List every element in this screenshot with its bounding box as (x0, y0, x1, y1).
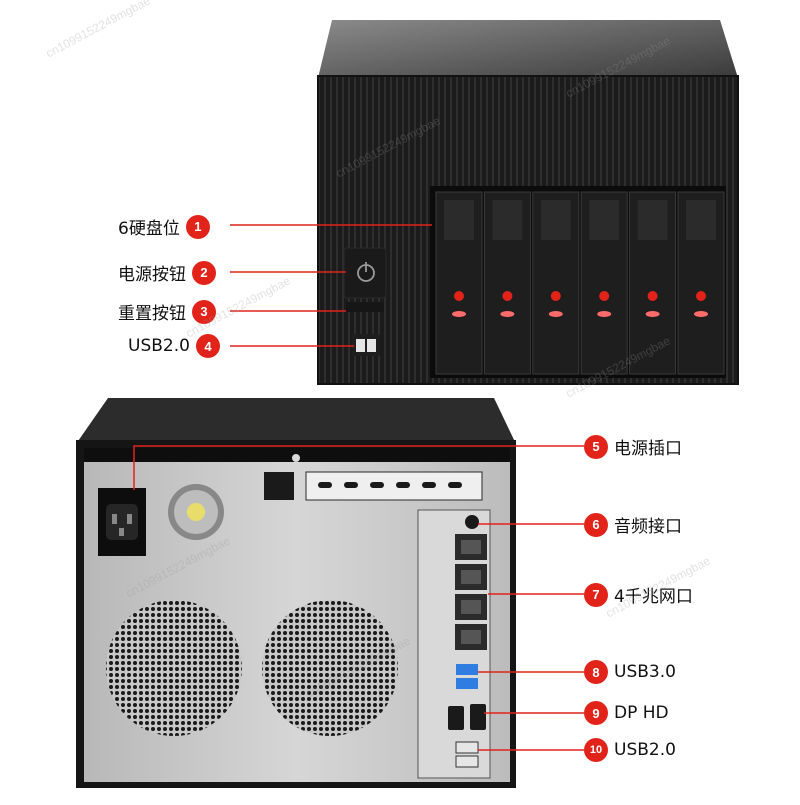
rear-leader-lines (133, 445, 584, 751)
callout-ethernet-ports: 7 4千兆网口 (584, 582, 693, 607)
case-top-face (318, 20, 738, 78)
drive-led (599, 291, 610, 301)
callout-number-badge: 9 (584, 701, 608, 725)
callout-usb3-ports: 8 USB3.0 (584, 660, 676, 684)
video-ports (448, 704, 486, 730)
callout-label: 音频接口 (614, 517, 682, 537)
rear-case (76, 398, 516, 788)
drive-led (696, 291, 706, 301)
callout-label: USB3.0 (614, 662, 676, 682)
callout-number-badge: 5 (584, 434, 608, 459)
callout-number-badge: 2 (192, 260, 216, 285)
callout-front-usb: USB2.0 4 (128, 334, 220, 358)
drive-bays (435, 191, 725, 375)
callout-audio-port: 6 音频接口 (584, 512, 682, 537)
callout-video-ports: 9 DP HD (584, 701, 669, 725)
usb3-ports (456, 664, 478, 689)
callout-number-badge: 6 (584, 512, 608, 537)
callout-number-badge: 7 (584, 582, 608, 607)
reset-button (346, 302, 384, 312)
callout-label: 6硬盘位 (118, 219, 180, 239)
callout-power-inlet: 5 电源插口 (584, 434, 682, 459)
callout-label: 重置按钮 (118, 304, 186, 324)
drive-led (502, 291, 513, 301)
rear-top-face (76, 398, 516, 444)
audio-jack (465, 515, 479, 529)
callout-label: DP HD (614, 703, 669, 723)
callout-drive-bays: 6硬盘位 1 (118, 214, 210, 239)
callout-number-badge: 4 (195, 334, 220, 358)
callout-number-badge: 1 (185, 214, 210, 239)
drive-led (550, 291, 561, 301)
rear-usb2-ports (455, 741, 479, 768)
rear-fan-left (106, 600, 242, 736)
callout-label: 4千兆网口 (614, 587, 693, 607)
drive-led (647, 291, 658, 301)
callout-rear-usb2: 10 USB2.0 (584, 738, 676, 762)
rear-fan-right (262, 600, 398, 736)
callout-power-button: 电源按钮 2 (118, 260, 216, 285)
callout-number-badge: 10 (584, 738, 608, 762)
callout-number-badge: 3 (192, 299, 216, 324)
callout-label: 电源插口 (614, 439, 682, 459)
drive-led (454, 291, 464, 301)
power-button-plate (343, 247, 387, 299)
callout-label: USB2.0 (614, 740, 676, 760)
callout-label: 电源按钮 (118, 265, 186, 285)
callout-label: USB2.0 (128, 336, 190, 356)
ethernet-ports (455, 534, 487, 650)
callout-number-badge: 8 (584, 660, 608, 684)
callout-reset-button: 重置按钮 3 (118, 299, 216, 324)
front-case (317, 20, 739, 385)
front-leader-lines (230, 224, 432, 347)
